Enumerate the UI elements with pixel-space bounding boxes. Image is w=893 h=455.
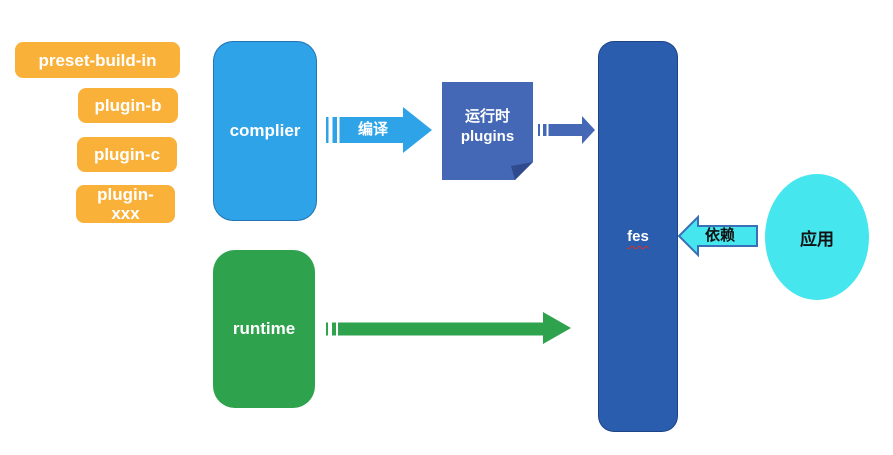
- node-plugin-xxx: plugin-xxx: [76, 185, 175, 223]
- node-runtime-plugins-label: 运行时 plugins: [460, 108, 515, 146]
- compile-arrow-label: 编译: [357, 121, 388, 138]
- node-runtime-plugins-label-wrap: 运行时 plugins: [442, 82, 533, 172]
- node-plugin-b: plugin-b: [78, 88, 178, 123]
- node-fes: fes: [598, 41, 678, 432]
- plugins-to-fes-arrow-icon: [538, 116, 595, 144]
- node-preset-build-in-label: preset-build-in: [38, 50, 157, 70]
- node-plugin-b-label: plugin-b: [94, 96, 162, 115]
- depend-arrow-icon: [677, 214, 758, 258]
- node-plugin-c-label: plugin-c: [93, 145, 161, 164]
- node-runtime-plugins: 运行时 plugins: [442, 82, 533, 180]
- node-preset-build-in: preset-build-in: [15, 42, 180, 78]
- node-runtime-label: runtime: [232, 319, 296, 338]
- folded-note-icon: [442, 82, 533, 180]
- runtime-to-fes-arrow-icon: [326, 312, 571, 344]
- depend-arrow-label: 依赖: [704, 227, 735, 244]
- node-complier: complier: [213, 41, 317, 221]
- node-runtime: runtime: [213, 250, 315, 408]
- node-app-label: 应用: [800, 229, 834, 249]
- node-fes-label: fes: [627, 228, 649, 245]
- node-plugin-xxx-label: plugin-xxx: [97, 185, 154, 223]
- node-app: 应用: [765, 174, 869, 300]
- node-plugin-c: plugin-c: [77, 137, 177, 172]
- compile-arrow-icon: [326, 107, 432, 153]
- node-complier-label: complier: [229, 121, 301, 140]
